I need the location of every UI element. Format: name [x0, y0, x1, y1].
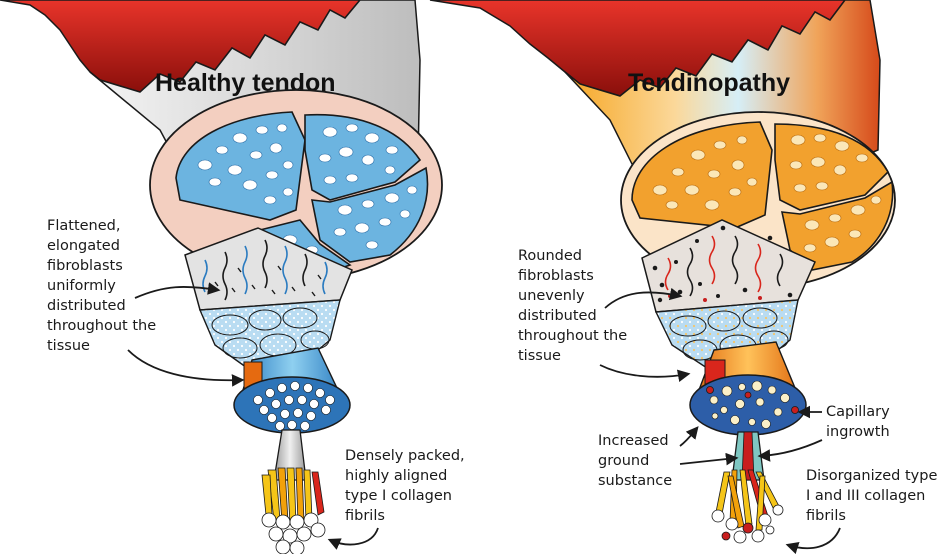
patho-ground-arrow-1: [679, 426, 699, 447]
patho-fiber-face-fibrils: [709, 380, 790, 429]
patho-fascicle-cells: [652, 133, 882, 253]
healthy-fibrils-label: Densely packed, highly aligned type I co…: [345, 448, 469, 524]
patho-cells-arrow: [604, 287, 683, 309]
healthy-fiber-face-fibrils: [253, 381, 335, 431]
healthy-nuclei: [214, 265, 322, 297]
patho-title: Tendinopathy: [628, 69, 790, 97]
healthy-panel: Healthy tendon: [0, 0, 469, 554]
healthy-cells-label: Flattened, elongated fibroblasts uniform…: [47, 218, 161, 354]
healthy-fibrils-arrow: [327, 527, 379, 550]
healthy-fibroblasts: [202, 239, 328, 301]
patho-capillary-arrow-2: [757, 439, 823, 462]
patho-fibroblasts: [664, 235, 784, 297]
patho-fibril-ends: [711, 504, 784, 544]
patho-capillary-label: Capillary ingrowth: [826, 404, 894, 440]
patho-ground-arrow-2: [679, 452, 739, 466]
patho-fibrils-label: Disorganized type I and III collagen fib…: [806, 468, 939, 524]
patho-ground-label: Increased ground substance: [598, 433, 673, 489]
patho-fibrils-arrow: [785, 527, 841, 554]
patho-fascicle-cutaway: [641, 219, 816, 313]
patho-cells-label: Rounded fibroblasts unevenly distributed…: [518, 248, 632, 364]
patho-capillaries: [706, 386, 799, 414]
healthy-tissue-arrow: [127, 349, 245, 387]
tendinopathy-panel: Tendinopathy: [429, 0, 939, 554]
patho-fiber-face: [689, 374, 807, 436]
healthy-fibril-ends: [261, 512, 326, 554]
healthy-cells-arrow: [134, 282, 221, 299]
patho-tissue-arrow: [599, 364, 691, 382]
